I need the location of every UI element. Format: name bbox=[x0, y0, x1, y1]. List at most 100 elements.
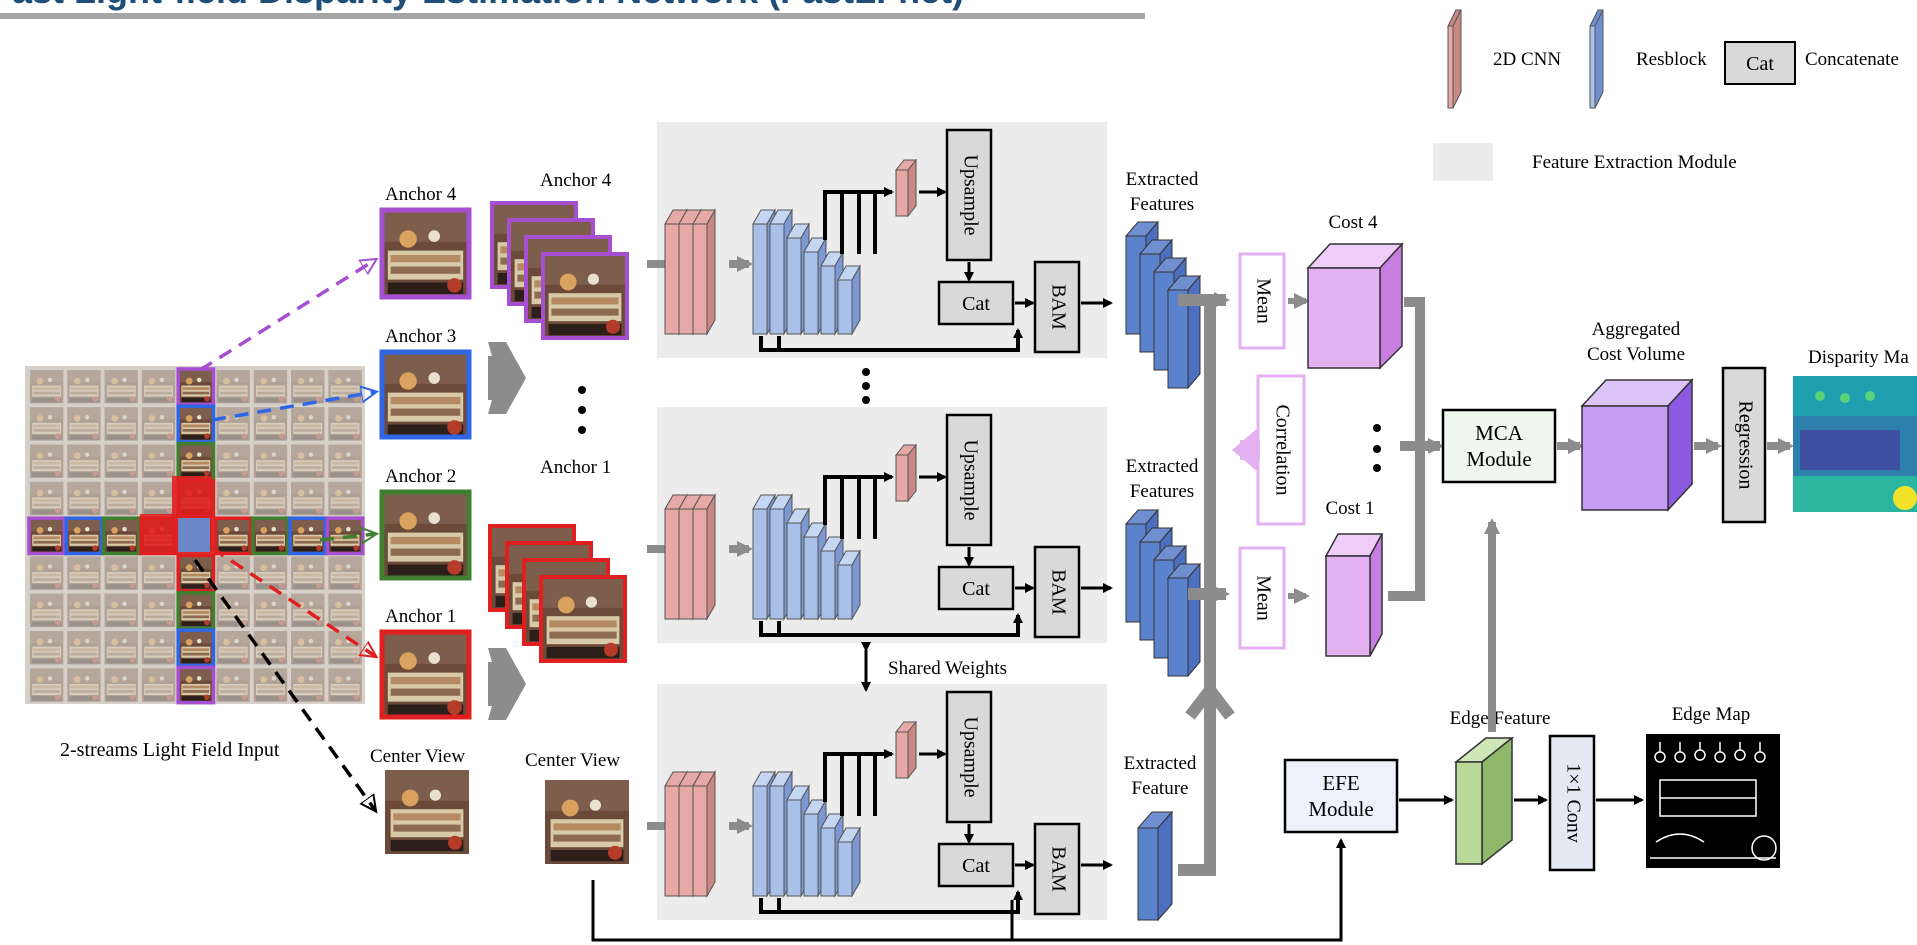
vertical-dots-cost bbox=[1373, 424, 1381, 472]
stack-anchor-1-label: Anchor 1 bbox=[540, 457, 611, 478]
cnn-2d-block bbox=[692, 493, 716, 621]
upsample-label: Upsample bbox=[959, 439, 981, 520]
light-field-view bbox=[104, 407, 138, 441]
light-field-view bbox=[216, 444, 250, 478]
efe-label-l2: Module bbox=[1308, 797, 1373, 821]
light-field-view bbox=[104, 556, 138, 590]
light-field-view bbox=[253, 481, 288, 516]
upsample-box bbox=[945, 413, 993, 547]
vertical-dots-left bbox=[578, 386, 586, 434]
upsample-conv-block bbox=[894, 158, 918, 218]
light-field-view bbox=[104, 370, 138, 404]
light-field-view bbox=[67, 593, 101, 628]
mca-label-l2: Module bbox=[1466, 447, 1531, 471]
center-view-cell bbox=[178, 518, 210, 552]
light-field-view bbox=[176, 553, 216, 593]
aggregated-label-l1: Aggregated bbox=[1592, 319, 1681, 340]
upsample-box bbox=[945, 128, 993, 262]
light-field-view bbox=[291, 444, 325, 478]
legend-2d-cnn-label: 2D CNN bbox=[1493, 49, 1561, 70]
cnn-2d-block bbox=[692, 770, 716, 898]
bam-label: BAM bbox=[1047, 284, 1069, 330]
light-field-view bbox=[30, 444, 64, 478]
mean-box-bottom bbox=[1238, 546, 1286, 650]
stack-anchor-4-label: Anchor 4 bbox=[540, 170, 612, 191]
title-bar: ast Light-field Disparity Estimation Net… bbox=[0, 0, 1150, 30]
correlation-label: Correlation bbox=[1271, 404, 1293, 495]
light-field-view bbox=[291, 668, 325, 702]
upsample-label: Upsample bbox=[959, 716, 981, 797]
vertical-dots-middle bbox=[862, 368, 870, 404]
light-field-view bbox=[288, 516, 328, 556]
fem-background bbox=[657, 407, 1107, 643]
light-field-view bbox=[216, 668, 250, 702]
efe-label-l1: EFE bbox=[1322, 771, 1359, 795]
light-field-view bbox=[67, 370, 101, 404]
anchor-3-label: Anchor 3 bbox=[385, 326, 456, 347]
light-field-view bbox=[328, 481, 362, 516]
extracted-features-top bbox=[1124, 220, 1202, 390]
center-view-image bbox=[545, 780, 629, 864]
cat-box bbox=[937, 565, 1015, 611]
legend-concatenate-label: Concatenate bbox=[1805, 49, 1899, 70]
light-field-view bbox=[67, 481, 101, 516]
upsample-conv-block bbox=[894, 720, 918, 780]
extracted-feature-bot-l2: Feature bbox=[1132, 778, 1189, 799]
legend-resblock-label: Resblock bbox=[1636, 49, 1707, 70]
light-field-view bbox=[213, 516, 253, 556]
regression-box bbox=[1721, 366, 1767, 524]
bam-box bbox=[1033, 545, 1081, 639]
light-field-view bbox=[141, 668, 176, 702]
aggregated-cost-cube bbox=[1580, 378, 1694, 512]
light-field-view bbox=[30, 407, 64, 441]
upsample-conv-block bbox=[894, 443, 918, 503]
mean-label-bottom: Mean bbox=[1252, 575, 1274, 621]
resblock bbox=[786, 784, 810, 898]
light-field-view bbox=[67, 668, 101, 702]
light-field-view bbox=[67, 556, 101, 590]
conv-box bbox=[1548, 734, 1596, 872]
light-field-view bbox=[328, 593, 362, 628]
legend-fem-label: Feature Extraction Module bbox=[1532, 152, 1737, 173]
light-field-view bbox=[104, 631, 138, 665]
cost-1-cube bbox=[1324, 533, 1384, 657]
cat-label: Cat bbox=[962, 855, 990, 877]
light-field-view bbox=[216, 481, 250, 516]
light-field-view bbox=[30, 481, 64, 516]
page-title: ast Light-field Disparity Estimation Net… bbox=[12, 0, 964, 12]
light-field-view bbox=[253, 444, 288, 478]
light-field-view bbox=[176, 665, 216, 705]
efe-module-box bbox=[1283, 758, 1399, 834]
light-field-view bbox=[104, 593, 138, 628]
legend: 2D CNN Resblock Cat Concatenate Feature … bbox=[1433, 9, 1899, 181]
input-caption: 2-streams Light Field Input bbox=[60, 739, 280, 761]
stack-center-view-label: Center View bbox=[525, 750, 620, 771]
light-field-view bbox=[176, 628, 216, 668]
light-field-view bbox=[176, 441, 216, 481]
anchor-2-label: Anchor 2 bbox=[385, 466, 456, 487]
resblock bbox=[837, 549, 861, 621]
light-field-view bbox=[328, 668, 362, 702]
mean-label-top: Mean bbox=[1252, 278, 1274, 324]
extracted-features-top-l1: Extracted bbox=[1126, 169, 1199, 190]
light-field-view bbox=[101, 516, 141, 556]
extracted-feature-bottom bbox=[1136, 810, 1174, 922]
fem-background bbox=[657, 122, 1107, 358]
light-field-view bbox=[30, 556, 64, 590]
edge-feature-label: Edge Feature bbox=[1450, 708, 1551, 729]
light-field-view bbox=[141, 593, 176, 628]
light-field-view bbox=[176, 591, 216, 630]
light-field-view bbox=[216, 407, 250, 441]
fem-background bbox=[657, 684, 1107, 920]
anchor-arrows bbox=[193, 260, 375, 810]
regression-label: Regression bbox=[1734, 401, 1756, 490]
extracted-features-mid-l1: Extracted bbox=[1126, 456, 1199, 477]
light-field-view bbox=[67, 444, 101, 478]
mca-label-l1: MCA bbox=[1475, 421, 1524, 445]
bam-box bbox=[1033, 260, 1081, 354]
light-field-view bbox=[30, 370, 64, 404]
center-to-efe-connector bbox=[591, 838, 1346, 942]
light-field-view bbox=[104, 444, 138, 478]
anchor-4-label: Anchor 4 bbox=[385, 184, 457, 205]
